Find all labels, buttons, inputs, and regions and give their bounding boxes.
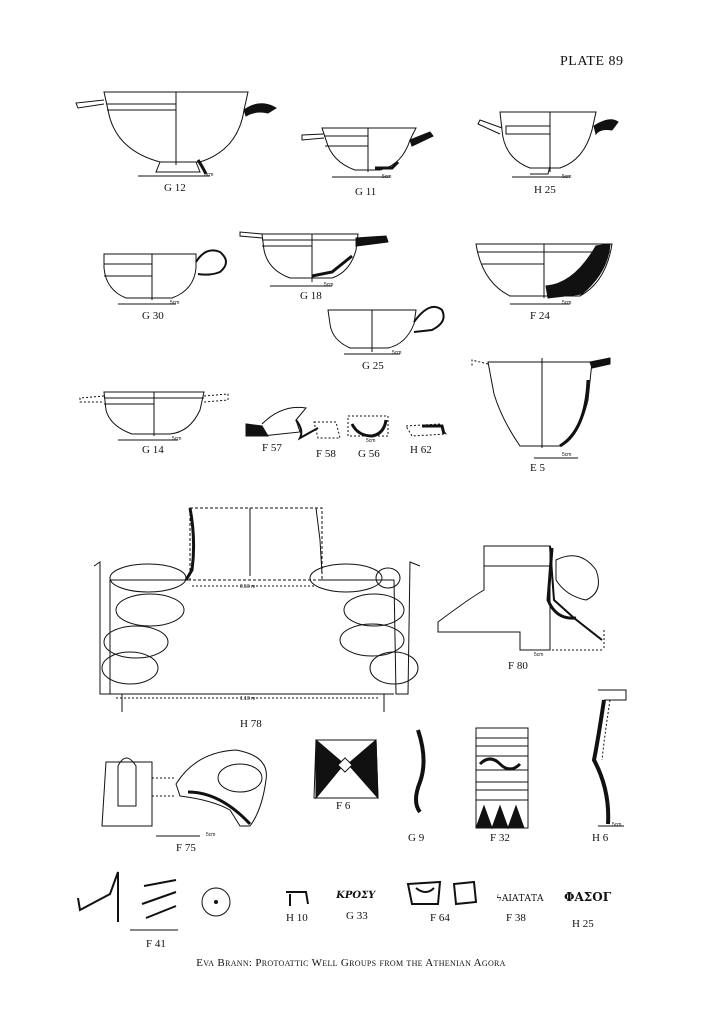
label-g25: G 25	[362, 360, 384, 372]
scale-label: 5cm	[206, 832, 216, 838]
inscription-f41	[77, 871, 231, 931]
label-g11: G 11	[355, 186, 377, 198]
label-g14: G 14	[142, 444, 164, 456]
scale-label: 5cm	[534, 652, 544, 658]
label-f41: F 41	[146, 938, 166, 950]
vessel-g11	[301, 127, 434, 178]
scale-label: 5cm	[366, 438, 376, 444]
plate-title: PLATE 89	[560, 54, 624, 69]
scale-label: 5cm	[324, 282, 334, 288]
vessel-g25	[327, 306, 445, 355]
fragment-g9	[414, 729, 426, 814]
label-h25-top: H 25	[534, 184, 556, 196]
label-h25-bottom: H 25	[572, 918, 594, 930]
label-f6: F 6	[336, 800, 351, 812]
label-g12: G 12	[164, 182, 186, 194]
well-section-h78	[93, 507, 421, 712]
dimension-lower: 1.10 m	[240, 696, 256, 702]
scale-label: 5cm	[612, 822, 622, 828]
scale-label: 5cm	[170, 300, 180, 306]
fragment-f32	[475, 727, 529, 830]
vessel-f75	[101, 749, 267, 837]
dimension-upper: 0.56 m	[240, 584, 256, 590]
label-f24: F 24	[530, 310, 550, 322]
vessel-f80	[437, 545, 605, 651]
label-h6: H 6	[592, 832, 609, 844]
label-f75: F 75	[176, 842, 196, 854]
scale-label: 5cm	[204, 172, 214, 178]
label-g9: G 9	[408, 832, 425, 844]
label-e5: E 5	[530, 462, 545, 474]
label-g56: G 56	[358, 448, 380, 460]
scale-label: 5cm	[172, 436, 182, 442]
scale-label: 5cm	[382, 174, 392, 180]
vessel-h25	[477, 111, 619, 178]
scale-label: 5cm	[562, 452, 572, 458]
label-f58: F 58	[316, 448, 336, 460]
label-f64: F 64	[430, 912, 450, 924]
inscription-f64	[406, 880, 478, 906]
scale-label: 5cm	[562, 300, 572, 306]
fragment-f6	[313, 738, 379, 800]
label-h62: H 62	[410, 444, 432, 456]
scale-label: 5cm	[562, 174, 572, 180]
label-h10: H 10	[286, 912, 308, 924]
label-g30: G 30	[142, 310, 164, 322]
scale-label: 5cm	[392, 350, 402, 356]
vessel-g14	[79, 391, 229, 441]
vessel-f24	[475, 243, 613, 305]
inscription-h10	[286, 891, 309, 906]
label-f32: F 32	[490, 832, 510, 844]
fragments-row	[245, 406, 447, 441]
vessel-g30	[103, 249, 227, 305]
label-f38: F 38	[506, 912, 526, 924]
vessel-g18	[239, 231, 389, 287]
inscription-h25-text: ΦΑΣΟΓ	[564, 890, 612, 904]
vessel-e5	[471, 357, 611, 459]
inscription-f38-text: ϟΑΙΑΤΑΤΑ	[496, 894, 544, 904]
fragment-h6	[591, 689, 627, 827]
label-f80: F 80	[508, 660, 528, 672]
label-g18: G 18	[300, 290, 322, 302]
vessel-g12	[75, 91, 278, 177]
inscription-g33-text: ΚΡΟΣΥ	[335, 890, 377, 901]
label-f57: F 57	[262, 442, 282, 454]
label-h78: H 78	[240, 718, 262, 730]
label-g33: G 33	[346, 910, 368, 922]
footer-caption: Eva Brann: Protoattic Well Groups from t…	[196, 957, 506, 969]
